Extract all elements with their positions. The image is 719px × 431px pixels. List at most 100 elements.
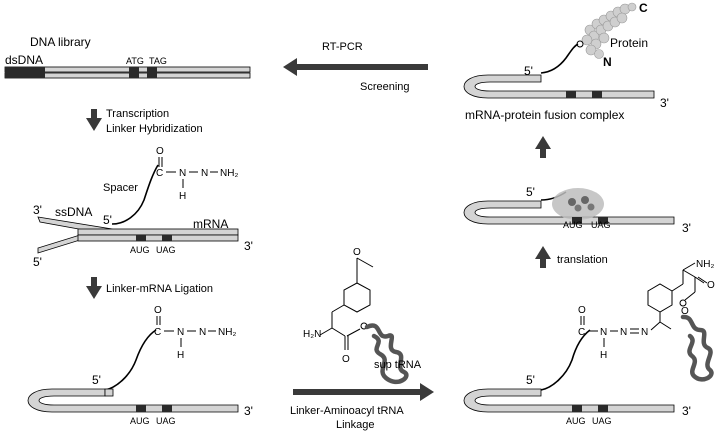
three-prime-label: 3' <box>660 96 669 110</box>
three-prime-right: 3' <box>244 239 253 253</box>
spacer-linker <box>111 164 159 225</box>
linker-hybridization-label: Linker Hybridization <box>106 123 203 135</box>
trna-squiggle <box>680 314 714 382</box>
n-terminus-label: N <box>603 55 612 69</box>
rt-pcr-arrow-group: RT-PCR Screening <box>283 41 428 93</box>
ribosome-complex: 5' AUG UAG 3' <box>463 185 691 235</box>
linker-strand <box>540 329 591 391</box>
benzene-ring <box>647 283 673 313</box>
c-terminus-label: C <box>639 1 648 15</box>
aug-block <box>572 217 582 224</box>
ssdna-label: ssDNA <box>55 205 92 219</box>
ketone-o: O <box>353 247 361 258</box>
uag-label: UAG <box>156 245 176 255</box>
aug-block <box>572 405 582 412</box>
carbonyl-o2: O <box>342 354 350 365</box>
amine-h2n: H₂N <box>303 329 321 340</box>
aug-label: AUG <box>566 416 586 426</box>
atg-label: ATG <box>126 56 144 66</box>
hydrogen: H <box>179 191 186 202</box>
down-arrow-icon <box>86 277 102 299</box>
rt-pcr-arrow <box>283 58 428 76</box>
dna-library-block: DNA library dsDNA ATG TAG <box>4 35 251 79</box>
tag-label: TAG <box>149 56 167 66</box>
translation-label: translation <box>557 254 608 266</box>
step-linkage: Linker-Aminoacyl tRNA Linkage <box>290 383 434 431</box>
dna-library-label: DNA library <box>30 35 91 49</box>
uag-block <box>598 217 608 224</box>
step-fusion <box>535 136 551 158</box>
amine-nh2: NH₂ <box>220 168 238 179</box>
step-ligation: Linker-mRNA Ligation <box>86 277 213 299</box>
ester-o: O <box>681 306 689 317</box>
uag-block <box>592 91 602 98</box>
hydrogen: H <box>600 350 607 361</box>
up-arrow-icon <box>535 136 551 158</box>
mrna-hairpin <box>463 74 655 99</box>
hydrogen: H <box>177 350 184 361</box>
carbon-c: C <box>156 168 163 179</box>
three-prime-label: 3' <box>682 404 691 418</box>
three-prime-label: 3' <box>682 221 691 235</box>
atg-block <box>129 67 139 78</box>
carbonyl-o: O <box>156 146 164 157</box>
three-prime-top: 3' <box>33 203 42 217</box>
five-prime-label: 5' <box>524 64 533 78</box>
uag-label: UAG <box>591 220 611 230</box>
five-prime-mid: 5' <box>103 213 112 227</box>
ligation-label: Linker-mRNA Ligation <box>106 283 213 295</box>
mrna-strand <box>77 234 239 242</box>
trna-squiggle <box>364 323 409 385</box>
mrna-label: mRNA <box>193 217 228 231</box>
promoter-block <box>5 67 45 78</box>
ligated-complex: O C N N NH₂ H 5' AUG UAG 3' <box>27 305 253 426</box>
five-prime-label: 5' <box>526 373 535 387</box>
mrna-hairpin <box>27 388 239 413</box>
uag-block <box>162 235 172 241</box>
nitrogen-3: N <box>641 327 648 338</box>
spacer-label: Spacer <box>103 182 138 194</box>
mrna-5-tail <box>37 234 81 254</box>
hybridized-complex: Spacer O C N N NH₂ H 3' ssDNA 5' mRNA AU… <box>33 146 253 269</box>
carbon-c: C <box>578 327 585 338</box>
nitrogen-1: N <box>177 327 184 338</box>
carbonyl-o: O <box>154 305 162 316</box>
aminoacyl-trna: O H₂N O sup tRNA <box>303 247 422 385</box>
aug-label: AUG <box>563 220 583 230</box>
carbonyl-o: O <box>578 305 586 316</box>
dsdna-label: dsDNA <box>5 53 43 67</box>
aug-block <box>136 405 146 412</box>
sup-trna-label: sup tRNA <box>374 359 422 371</box>
fusion-complex: C N Protein 5' 3' mRNA-protein fusion co… <box>463 1 669 122</box>
benzene-ring <box>343 282 371 313</box>
fusion-complex-label: mRNA-protein fusion complex <box>465 108 624 122</box>
uag-block <box>598 405 608 412</box>
aug-label: AUG <box>130 245 150 255</box>
five-prime-label: 5' <box>92 373 101 387</box>
amine-nh2: NH₂ <box>696 259 714 270</box>
nitrogen-1: N <box>179 168 186 179</box>
three-prime-label: 3' <box>244 404 253 418</box>
uag-block <box>162 405 172 412</box>
ribosome <box>552 188 604 220</box>
amine-nh2: NH₂ <box>218 327 236 338</box>
protein-label: Protein <box>610 36 648 50</box>
nitrogen-2: N <box>620 327 627 338</box>
mrna-hairpin <box>463 200 675 225</box>
aug-block <box>566 91 576 98</box>
five-prime-left: 5' <box>33 255 42 269</box>
step-transcription: Transcription Linker Hybridization <box>86 108 203 135</box>
rt-pcr-label: RT-PCR <box>322 41 363 53</box>
nitrogen-2: N <box>199 327 206 338</box>
aug-label: AUG <box>130 416 150 426</box>
down-arrow-icon <box>86 109 102 131</box>
nitrogen-1: N <box>600 327 607 338</box>
linked-complex: O C N N N H NH₂ O O 5' AUG UAG <box>463 259 715 426</box>
uag-label: UAG <box>592 416 612 426</box>
linker-strand <box>540 43 579 74</box>
protein-globule <box>581 2 637 59</box>
step-translation: translation <box>535 246 608 268</box>
carbon-c: C <box>154 327 161 338</box>
five-prime-label: 5' <box>526 185 535 199</box>
